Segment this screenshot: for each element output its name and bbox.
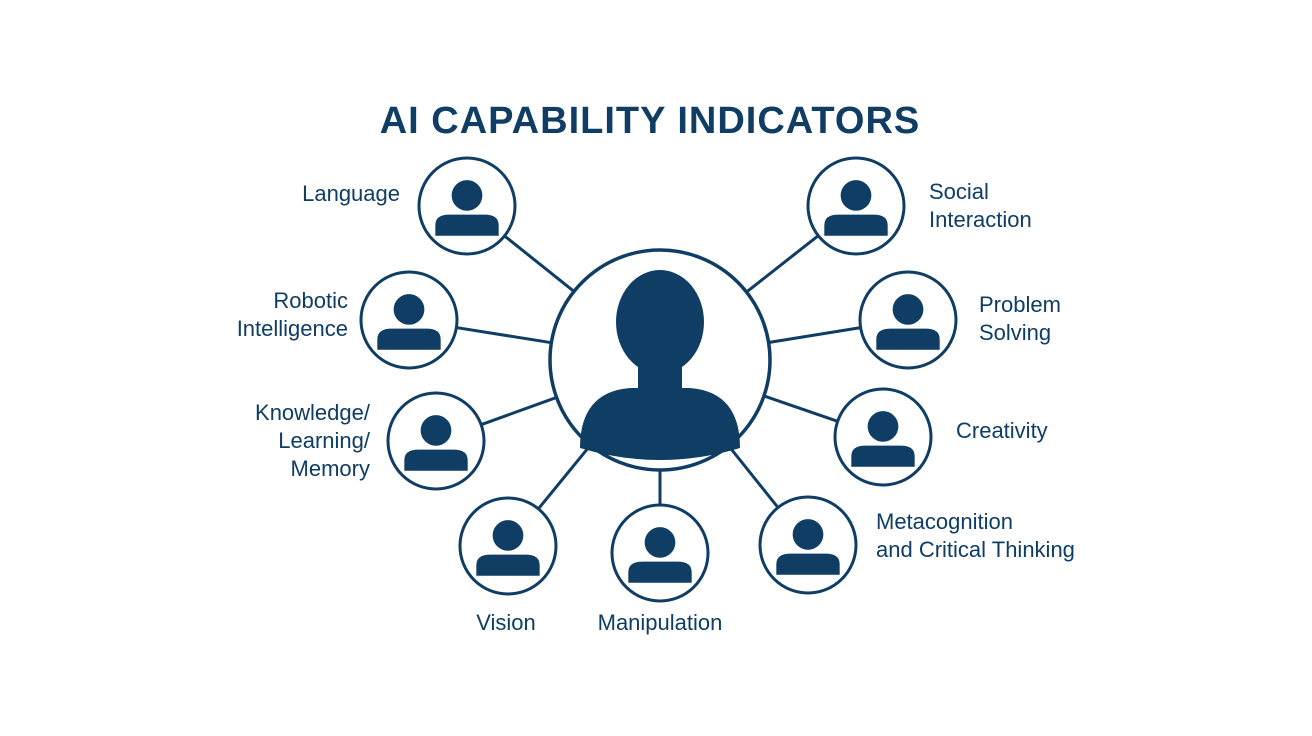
person-icon [377, 294, 441, 350]
connector-language [503, 234, 575, 293]
person-body [824, 214, 888, 236]
person-body [776, 553, 840, 575]
connector-problem-solving [768, 326, 861, 344]
label-line: Interaction [929, 207, 1032, 232]
person-body [377, 328, 441, 350]
label-knowledge-learning-memory: Knowledge/Learning/Memory [255, 400, 371, 481]
label-line: Intelligence [237, 316, 348, 341]
connector-social-interaction [745, 234, 820, 294]
person-body [435, 214, 499, 236]
label-line: Metacognition [876, 509, 1013, 534]
label-creativity: Creativity [956, 418, 1048, 443]
person-icon [476, 520, 540, 576]
connector-vision [537, 444, 592, 510]
person-head [492, 520, 524, 551]
label-vision: Vision [476, 610, 536, 635]
label-line: Vision [476, 610, 536, 635]
person-icon [435, 180, 499, 236]
node-language: Language [302, 156, 517, 256]
node-manipulation: Manipulation [598, 503, 723, 635]
label-line: and Critical Thinking [876, 537, 1075, 562]
person-icon [851, 411, 915, 467]
label-line: Robotic [273, 288, 348, 313]
node-vision: Vision [458, 496, 558, 635]
label-line: Creativity [956, 418, 1048, 443]
center-node [548, 248, 772, 472]
person-icon [628, 527, 692, 583]
connector-lines [456, 234, 861, 510]
person-head [393, 294, 425, 325]
diagram-title: AI CAPABILITY INDICATORS [380, 100, 921, 142]
node-metacognition: Metacognition and Critical Thinking [758, 495, 1075, 595]
person-body [404, 449, 468, 471]
label-language: Language [302, 181, 400, 206]
person-body [876, 328, 940, 350]
center-person-body [580, 388, 740, 460]
connector-robotic-intelligence [456, 326, 552, 345]
label-line: Language [302, 181, 400, 206]
label-line: Social [929, 179, 989, 204]
node-knowledge-learning-memory: Knowledge/Learning/Memory [255, 391, 486, 491]
person-body [476, 554, 540, 576]
label-line: Problem [979, 292, 1061, 317]
person-head [792, 519, 824, 550]
connector-creativity [763, 394, 839, 423]
label-line: Solving [979, 320, 1051, 345]
person-icon [404, 415, 468, 471]
person-head [451, 180, 483, 211]
person-icon [824, 180, 888, 236]
person-head [867, 411, 899, 442]
person-head [644, 527, 676, 558]
connector-metacognition [727, 444, 780, 509]
person-body [851, 445, 915, 467]
person-body [628, 561, 692, 583]
person-icon [580, 270, 740, 460]
person-head [892, 294, 924, 325]
label-line: Manipulation [598, 610, 723, 635]
person-head [840, 180, 872, 211]
person-icon [876, 294, 940, 350]
person-icon [776, 519, 840, 575]
label-metacognition: Metacognition and Critical Thinking [876, 509, 1075, 562]
label-line: Learning/ [278, 428, 371, 453]
label-line: Knowledge/ [255, 400, 371, 425]
label-manipulation: Manipulation [598, 610, 723, 635]
label-line: Memory [291, 456, 370, 481]
node-creativity: Creativity [833, 387, 1048, 487]
connector-knowledge-learning-memory [480, 395, 558, 427]
center-person-neck [638, 364, 682, 390]
person-head [420, 415, 452, 446]
center-person-head [616, 270, 704, 374]
